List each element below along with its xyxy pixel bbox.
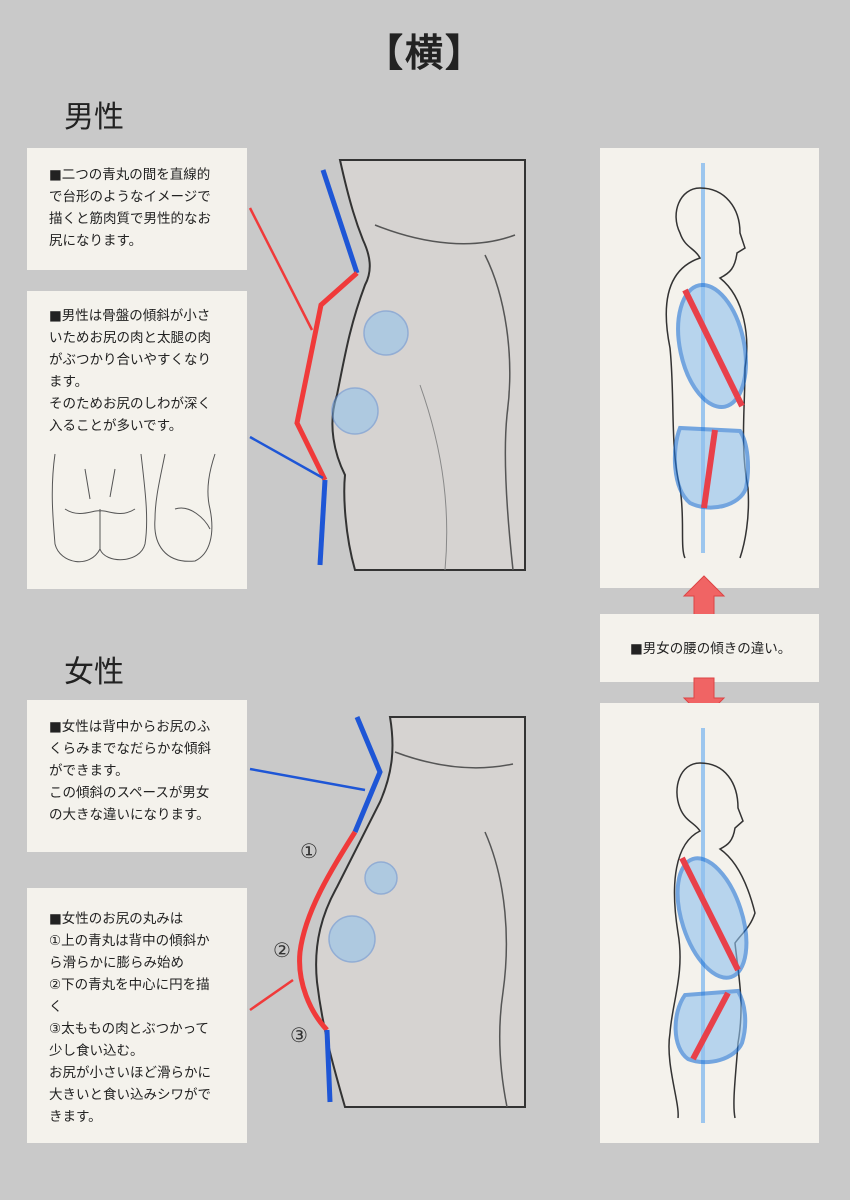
female-note-2-text: ■女性のお尻の丸みは ①上の青丸は背中の傾斜か ら滑らかに膨らみ始め ②下の青丸… [49, 911, 211, 1125]
female-note-1: ■女性は背中からお尻のふ くらみまでなだらかな傾斜 ができます。 この傾斜のスペ… [27, 700, 247, 852]
marker-1: ① [300, 839, 318, 863]
comparison-caption-box: ■男女の腰の傾きの違い。 [600, 614, 819, 682]
male-pelvis-tilt-figure [665, 163, 750, 559]
male-heading: 男性 [64, 100, 124, 135]
marker-2: ② [273, 938, 291, 962]
male-side-figure [248, 159, 526, 571]
female-note-2: ■女性のお尻の丸みは ①上の青丸は背中の傾斜か ら滑らかに膨らみ始め ②下の青丸… [27, 888, 247, 1143]
female-side-figure: ① ② ③ [249, 716, 526, 1108]
female-heading: 女性 [64, 655, 124, 690]
male-tilt-panel [600, 148, 819, 588]
female-note-1-text: ■女性は背中からお尻のふ くらみまでなだらかな傾斜 ができます。 この傾斜のスペ… [49, 719, 211, 823]
female-pelvis-tilt-figure [668, 728, 756, 1123]
comparison-caption: ■男女の腰の傾きの違い。 [630, 641, 792, 657]
male-buttocks-sketch [51, 453, 216, 563]
male-note-1-text: ■二つの青丸の間を直線的 で台形のようなイメージで 描くと筋肉質で男性的なお 尻… [49, 167, 211, 249]
female-tilt-panel [600, 703, 819, 1143]
page-title: 【横】 [364, 31, 485, 75]
up-arrow-icon [682, 575, 726, 617]
marker-3: ③ [290, 1023, 308, 1047]
male-note-1: ■二つの青丸の間を直線的 で台形のようなイメージで 描くと筋肉質で男性的なお 尻… [27, 148, 247, 270]
male-note-2: ■男性は骨盤の傾斜が小さ いためお尻の肉と太腿の肉 がぶつかり合いやすくなり ま… [27, 291, 247, 589]
male-note-2-text: ■男性は骨盤の傾斜が小さ いためお尻の肉と太腿の肉 がぶつかり合いやすくなり ま… [49, 308, 211, 434]
